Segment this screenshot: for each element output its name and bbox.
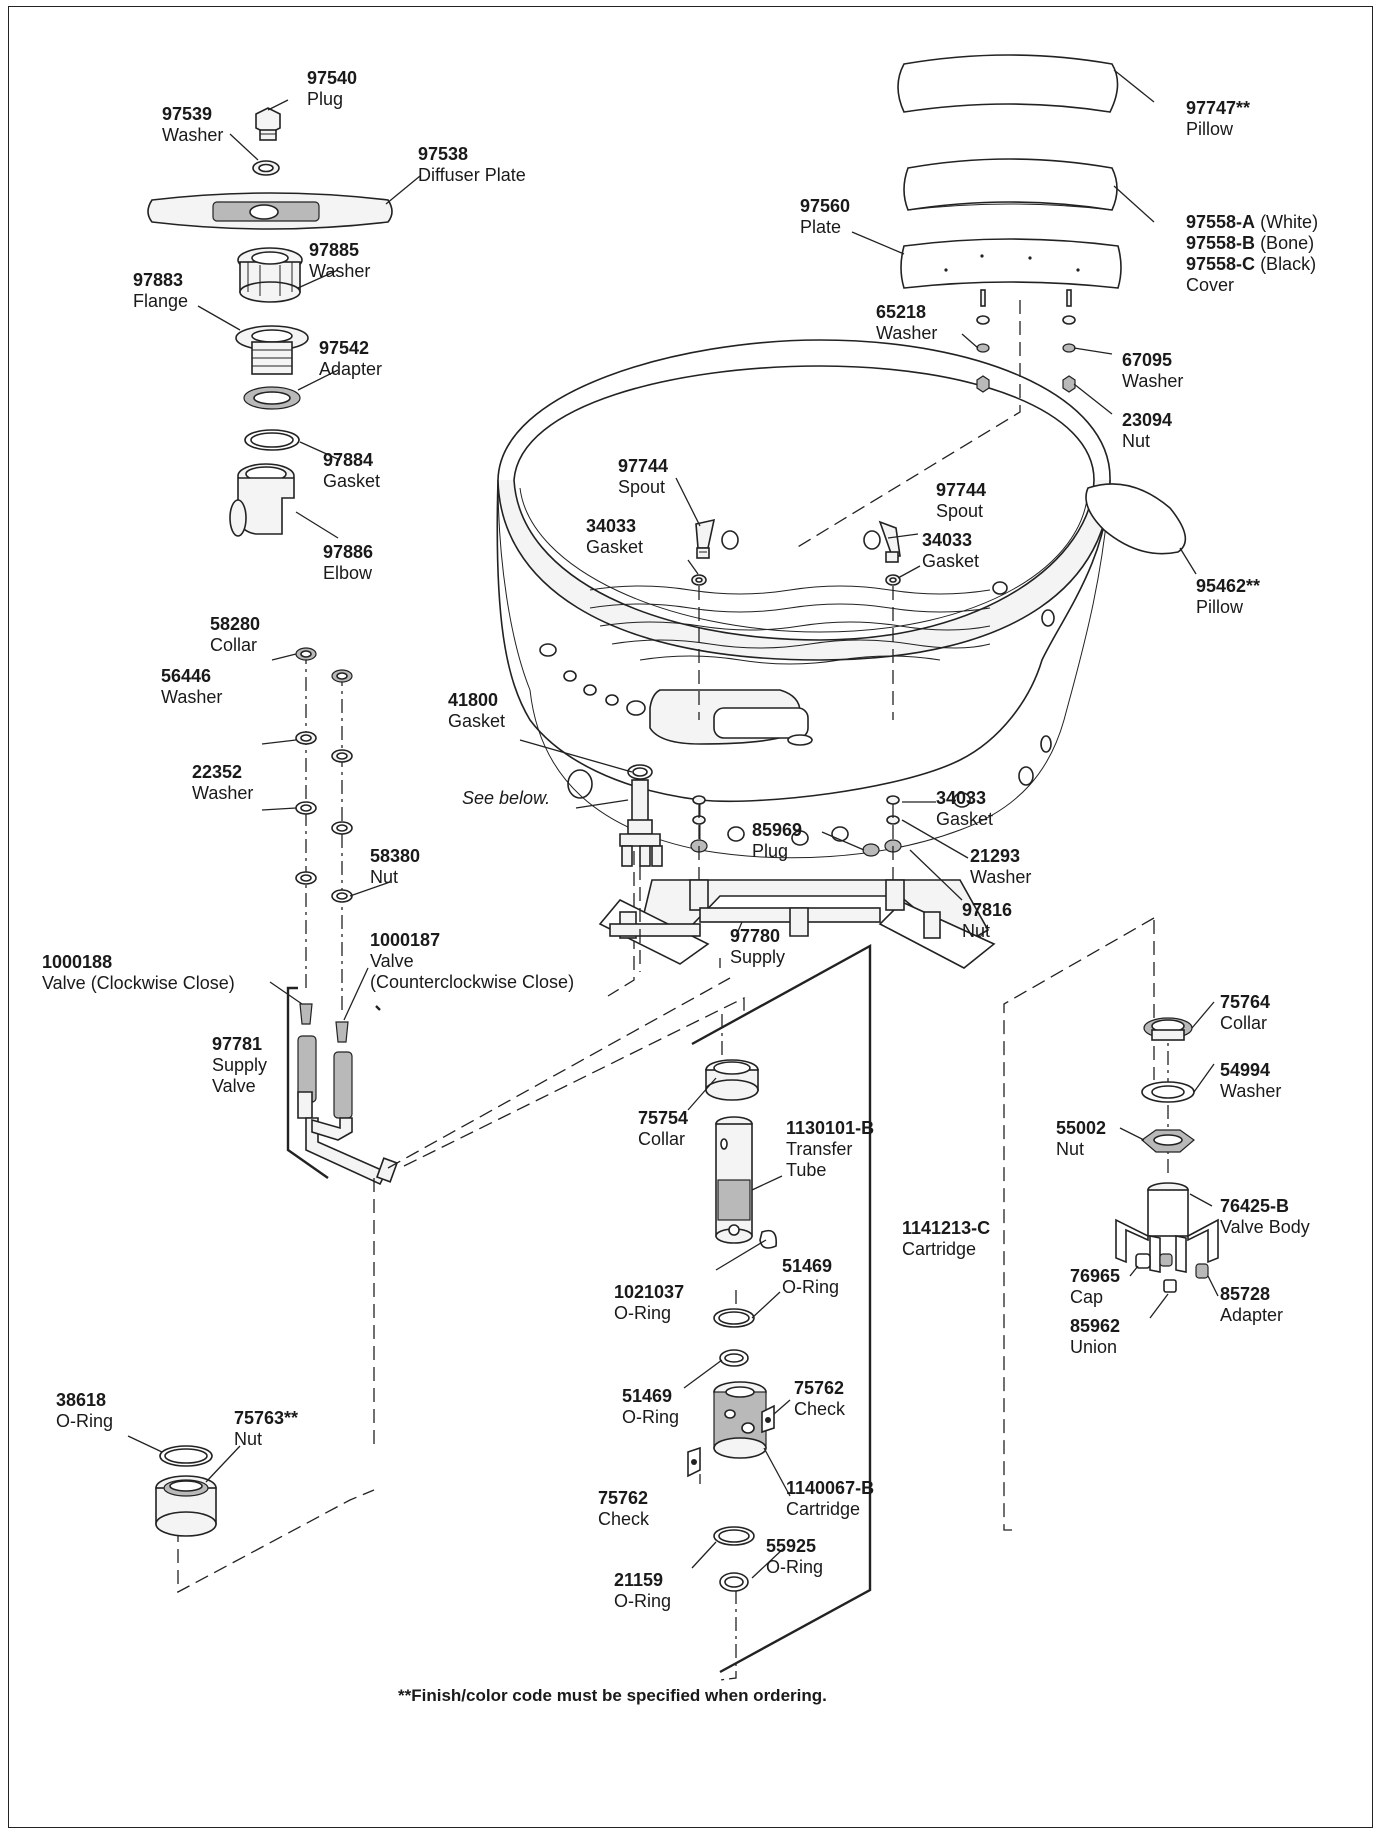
diffuser-plate-97538-drawing bbox=[147, 192, 393, 230]
adapter-97542-drawing bbox=[243, 386, 301, 410]
label-97747: 97747**Pillow bbox=[1186, 98, 1251, 139]
cartridge-1140067-drawing bbox=[713, 1381, 767, 1459]
pillow-97747-drawing bbox=[897, 54, 1119, 113]
gasket-97884-drawing bbox=[244, 429, 300, 451]
plate-97560-drawing bbox=[900, 238, 1122, 289]
label-97558: 97558-A (White) 97558-B (Bone) 97558-C (… bbox=[1186, 212, 1319, 295]
supply-valve-column-drawing bbox=[286, 647, 399, 1186]
diagram-frame bbox=[8, 6, 1373, 1828]
nut-55002-drawing bbox=[1141, 1129, 1195, 1153]
spout-97744-right-drawing bbox=[878, 520, 901, 563]
label-75763: 75763**Nut bbox=[234, 1408, 299, 1449]
see-below-note: See below. bbox=[462, 788, 551, 808]
cover-97558-drawing bbox=[903, 158, 1118, 211]
label-95462: 95462**Pillow bbox=[1196, 576, 1261, 617]
ordering-footnote: **Finish/color code must be specified wh… bbox=[398, 1686, 827, 1705]
drain-valve-drawing bbox=[619, 779, 663, 867]
pillow-95462-drawing bbox=[1085, 483, 1187, 555]
tub-body-drawing bbox=[496, 339, 1111, 859]
spout-97744-left-drawing bbox=[695, 518, 716, 559]
supply-97780-drawing bbox=[598, 879, 996, 969]
valve-body-76425-drawing bbox=[1115, 1182, 1219, 1273]
washer-97539-drawing bbox=[252, 160, 280, 176]
elbow-97886-drawing bbox=[229, 463, 295, 537]
washer-97885-drawing bbox=[237, 247, 303, 303]
flange-97883-drawing bbox=[235, 325, 309, 375]
transfer-tube-1130101-drawing bbox=[715, 1116, 753, 1244]
collar-75764-drawing bbox=[1143, 1017, 1193, 1041]
plug-97540-drawing bbox=[255, 107, 281, 141]
nut-75763-drawing bbox=[155, 1475, 217, 1537]
